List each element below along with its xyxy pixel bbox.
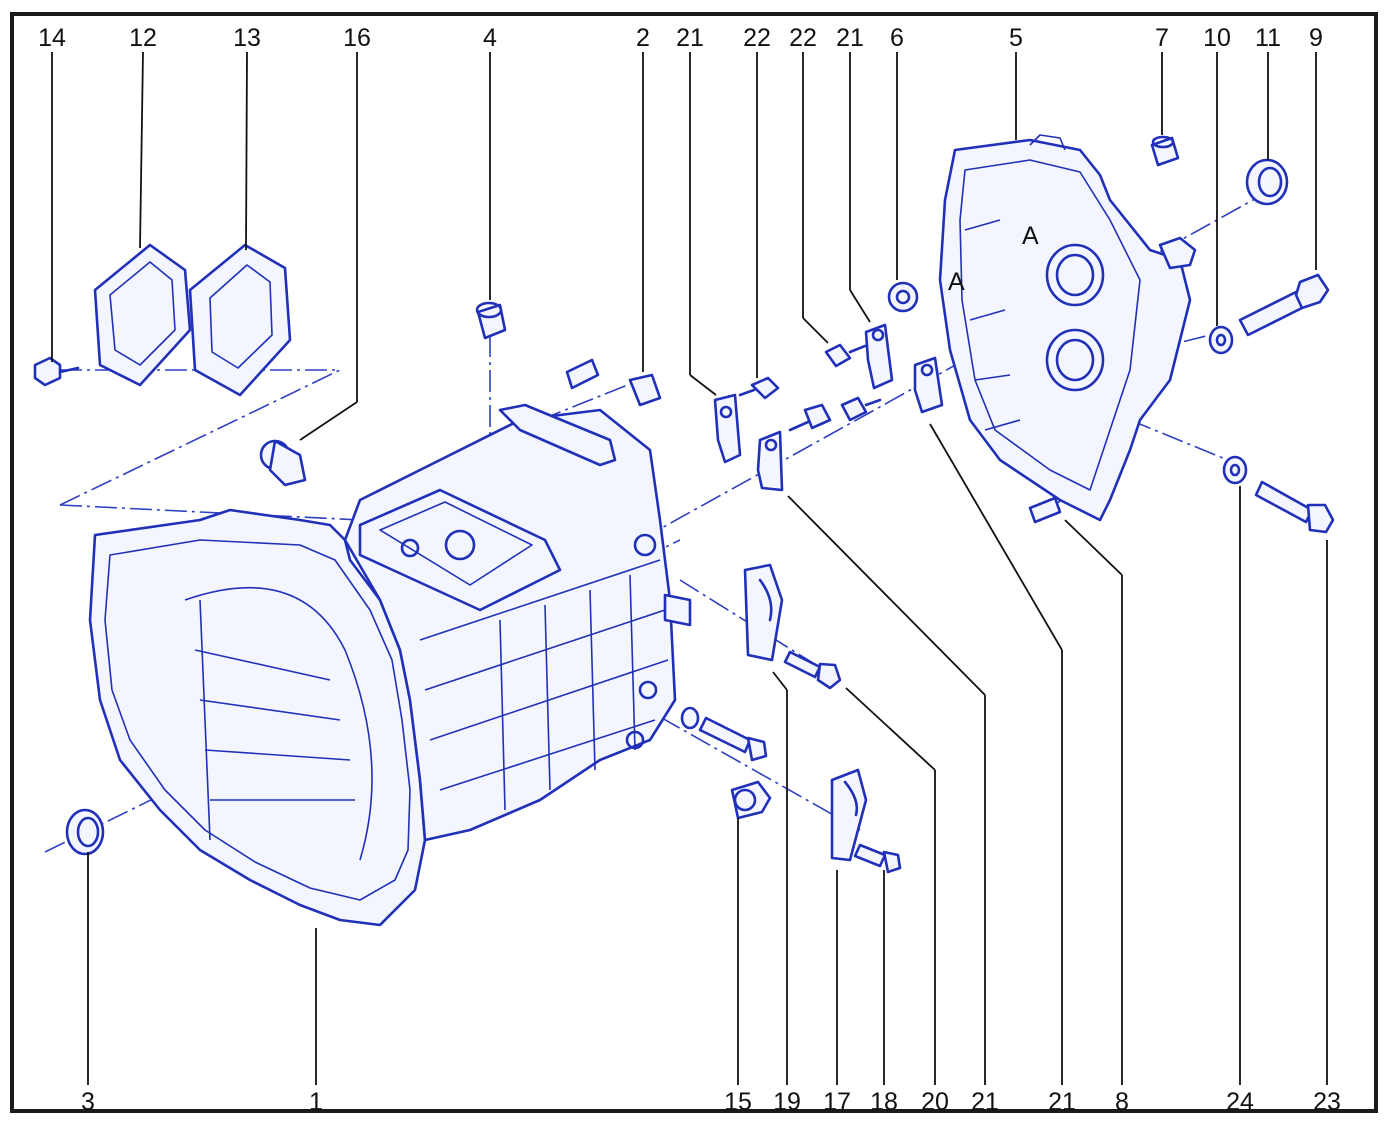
callout-label: 21 bbox=[836, 24, 864, 52]
bolt-22d bbox=[840, 396, 882, 422]
bracket-17 bbox=[830, 768, 868, 862]
bush-7 bbox=[1150, 135, 1180, 167]
inset-mark: A bbox=[948, 268, 965, 296]
callout-label: 2 bbox=[636, 24, 650, 52]
callout-label: 6 bbox=[890, 24, 904, 52]
callout-label: 22 bbox=[743, 24, 771, 52]
bolt-20 bbox=[783, 650, 842, 690]
bush-2 bbox=[628, 373, 662, 407]
leader-lines bbox=[51, 51, 1328, 1085]
washer-24 bbox=[1222, 455, 1248, 485]
rear-housing bbox=[938, 134, 1197, 522]
callout-label: 7 bbox=[1155, 24, 1169, 52]
callout-label: 16 bbox=[343, 24, 371, 52]
seal-11 bbox=[1245, 158, 1289, 206]
callout-label: 3 bbox=[81, 1088, 95, 1116]
callout-label: 20 bbox=[921, 1088, 949, 1116]
callout-label: 4 bbox=[483, 24, 497, 52]
callout-label: 15 bbox=[724, 1088, 752, 1116]
callout-label: 24 bbox=[1226, 1088, 1254, 1116]
callout-label: 19 bbox=[773, 1088, 801, 1116]
callout-label: 21 bbox=[971, 1088, 999, 1116]
callout-label: 1 bbox=[309, 1088, 323, 1116]
bush-6 bbox=[887, 281, 919, 313]
gasket bbox=[188, 243, 292, 397]
callout-label: 8 bbox=[1115, 1088, 1129, 1116]
callouts-bottom: 3 1 15 19 17 18 20 21 21 8 24 23 bbox=[81, 1088, 1341, 1116]
clip-21c bbox=[864, 323, 894, 390]
lower-bolt bbox=[680, 706, 768, 762]
bolt-18 bbox=[853, 843, 902, 874]
bolt-9 bbox=[1238, 273, 1330, 337]
callout-label: 21 bbox=[676, 24, 704, 52]
main-housing bbox=[88, 403, 692, 927]
callout-label: 13 bbox=[233, 24, 261, 52]
callout-label: 17 bbox=[823, 1088, 851, 1116]
bolt-22a bbox=[738, 376, 780, 400]
bolt-14 bbox=[33, 356, 80, 387]
diagram-frame bbox=[10, 12, 1378, 1113]
bolt-23 bbox=[1254, 480, 1335, 534]
plug-16 bbox=[259, 439, 307, 487]
callout-label: 5 bbox=[1009, 24, 1023, 52]
seal-left bbox=[65, 808, 105, 856]
bracket-19 bbox=[743, 563, 784, 662]
callout-label: 12 bbox=[129, 24, 157, 52]
callout-label: 14 bbox=[38, 24, 66, 52]
washer-10 bbox=[1208, 325, 1234, 355]
clip-21d bbox=[913, 356, 944, 414]
dowel bbox=[565, 358, 600, 390]
callouts-top: 14 12 13 16 4 2 21 22 22 21 6 5 7 10 11 … bbox=[38, 24, 1323, 52]
callout-label: 21 bbox=[1048, 1088, 1076, 1116]
callout-label: 9 bbox=[1309, 24, 1323, 52]
bolt-22b bbox=[788, 403, 832, 432]
plug-15 bbox=[730, 780, 772, 820]
clip-21b bbox=[756, 430, 784, 492]
bush-4 bbox=[475, 301, 507, 340]
bolt-22c bbox=[824, 343, 867, 368]
clip-21a bbox=[713, 393, 742, 464]
inset-mark: A bbox=[1022, 222, 1039, 250]
callout-label: 18 bbox=[870, 1088, 898, 1116]
callout-label: 10 bbox=[1203, 24, 1231, 52]
callout-label: 22 bbox=[789, 24, 817, 52]
callout-label: 11 bbox=[1255, 24, 1281, 52]
callout-label: 23 bbox=[1313, 1088, 1341, 1116]
dowel-8 bbox=[1028, 496, 1062, 524]
cover-plate bbox=[93, 243, 192, 387]
